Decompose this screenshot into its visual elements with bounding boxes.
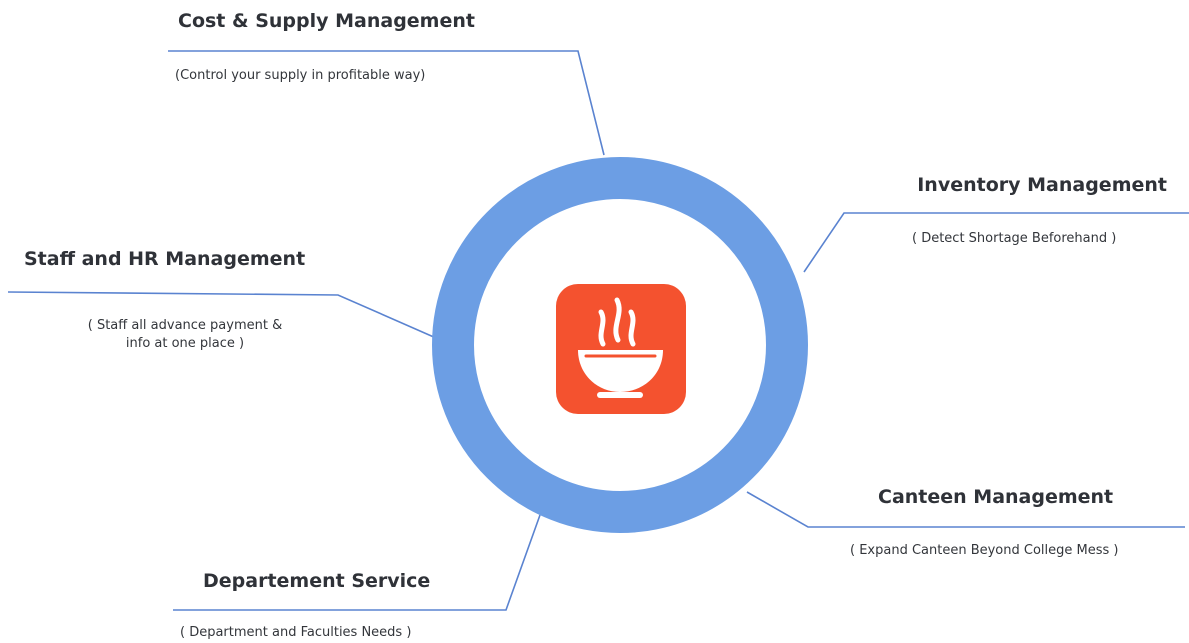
node-subtitle-department: ( Department and Faculties Needs ) [180,625,412,640]
connector-cost-supply [168,50,605,156]
node-subtitle-canteen: ( Expand Canteen Beyond College Mess ) [850,543,1119,558]
node-subtitle-staff-hr-line2: info at one place ) [125,336,245,351]
central-ring [432,157,808,533]
node-title-staff-hr: Staff and HR Management [24,248,306,270]
connector-canteen [746,491,1185,528]
node-subtitle-cost-supply: (Control your supply in profitable way) [175,68,426,83]
node-subtitle-inventory: ( Detect Shortage Beforehand ) [912,231,1117,246]
node-title-cost-supply: Cost & Supply Management [178,10,475,32]
connector-inventory [803,212,1189,273]
node-subtitle-staff-hr: ( Staff all advance payment & info at on… [40,317,330,353]
connector-staff-hr [7,291,437,339]
node-title-canteen: Canteen Management [878,486,1114,508]
connector-department [173,514,541,611]
node-title-department: Departement Service [203,570,431,592]
node-title-inventory: Inventory Management [917,174,1167,196]
node-subtitle-staff-hr-line1: ( Staff all advance payment & [87,318,283,333]
steaming-bowl-icon [556,284,686,414]
